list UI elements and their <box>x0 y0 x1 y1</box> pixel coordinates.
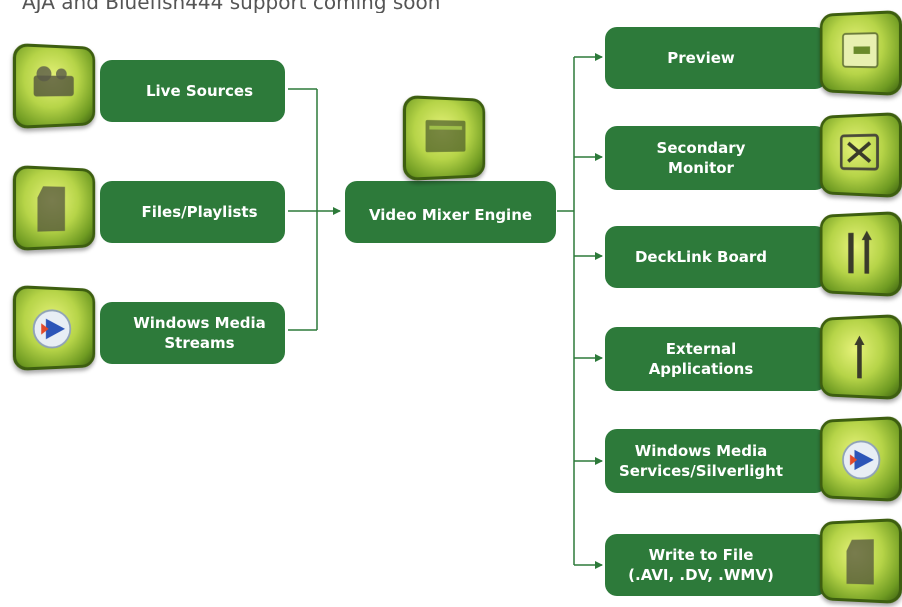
preview-monitor-icon <box>819 9 902 97</box>
monitor-x-icon <box>819 111 902 199</box>
input-node-live-sources: Live Sources <box>100 60 285 122</box>
output-node-decklink-board: DeckLink Board <box>605 226 827 288</box>
document-icon <box>819 517 902 605</box>
output-node-write-to-file: Write to File(.AVI, .DV, .WMV) <box>605 534 827 596</box>
document-icon <box>12 164 96 252</box>
monitor-window-icon <box>402 94 486 182</box>
projector-icon <box>12 42 96 130</box>
input-node-files-playlists: Files/Playlists <box>100 181 285 243</box>
connector-icon <box>819 313 902 401</box>
card-connectors-icon <box>819 210 902 298</box>
windows-media-icon <box>819 415 902 503</box>
windows-media-icon <box>12 284 96 372</box>
caption: AJA and Bluefish444 support coming soon <box>22 0 441 13</box>
engine-node: Video Mixer Engine <box>345 181 556 243</box>
output-node-preview: Preview <box>605 27 827 89</box>
